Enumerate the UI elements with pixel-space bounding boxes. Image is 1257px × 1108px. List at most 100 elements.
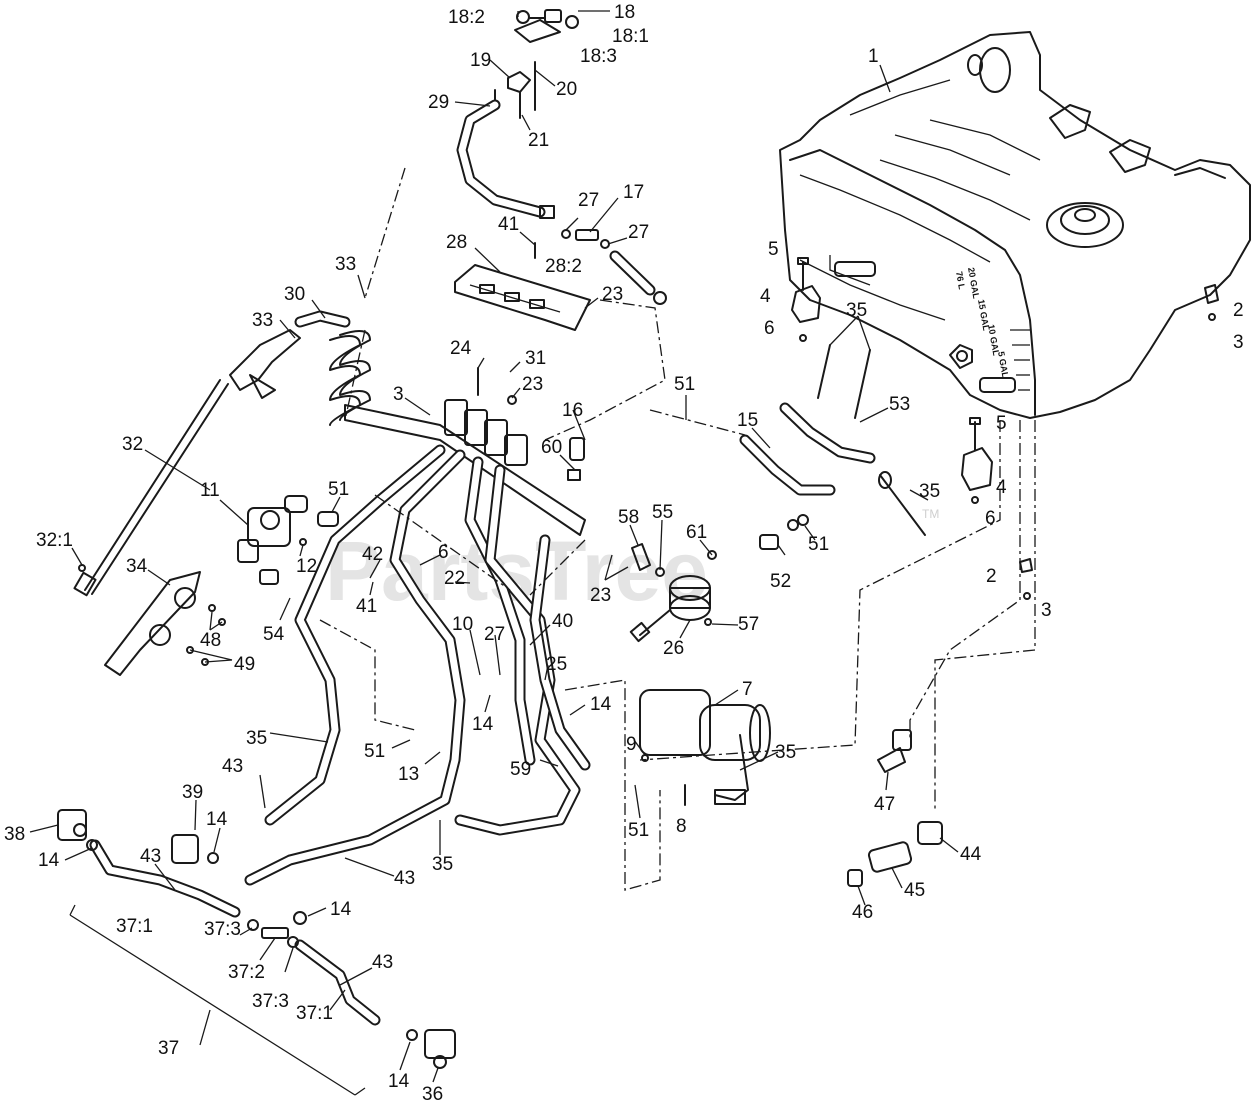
callout: 18 <box>614 2 635 23</box>
callout: 6 <box>764 318 775 339</box>
callout: 43 <box>372 952 393 973</box>
callout: 15 <box>737 410 758 431</box>
callout: 17 <box>623 182 644 203</box>
callout: 25 <box>546 654 567 675</box>
callout: 35 <box>246 728 267 749</box>
callout: 28:2 <box>545 256 582 277</box>
fitting-52 <box>759 514 809 550</box>
callout: 30 <box>284 284 305 305</box>
callout: 54 <box>263 624 285 645</box>
callout: 46 <box>852 902 873 923</box>
tank-assembly: 20 GAL 76 L 15 GAL 10 GAL 5 GAL <box>779 31 1251 419</box>
reference-lines <box>319 167 1036 891</box>
fittings-17-27 <box>539 205 667 305</box>
callout: 5 <box>768 239 779 260</box>
callout: 45 <box>904 880 925 901</box>
tank-marking-20gal: 20 GAL <box>966 267 981 300</box>
callout: 51 <box>674 374 695 395</box>
callout: 6 <box>438 542 449 563</box>
callout: 40 <box>552 611 573 632</box>
callout: 31 <box>525 348 546 369</box>
callout: 53 <box>889 394 910 415</box>
callout: 51 <box>628 820 649 841</box>
callout: 26 <box>663 638 684 659</box>
callout: 34 <box>126 556 148 577</box>
callout: 57 <box>738 614 759 635</box>
tank-brackets <box>791 257 1219 600</box>
callout: 43 <box>140 846 161 867</box>
callout: 33 <box>252 310 273 331</box>
callout: 14 <box>38 850 60 871</box>
callout-labels: 1 2 3 5 4 6 5 4 6 2 3 18:2 18 18:1 18:3 … <box>4 2 1244 1105</box>
callout: 3 <box>393 384 404 405</box>
handle-34 <box>104 571 226 676</box>
callout: 22 <box>444 568 465 589</box>
callout: 19 <box>470 50 491 71</box>
callout: 11 <box>200 480 220 501</box>
callout: 58 <box>618 507 639 528</box>
tank-marking-76l: 76 L <box>954 271 967 291</box>
callout-leaders <box>29 10 959 1083</box>
callout: 1 <box>868 46 879 67</box>
callout: 23 <box>522 374 543 395</box>
callout: 2 <box>1233 300 1244 321</box>
spray-wand-32 <box>73 329 301 597</box>
callout: 18:1 <box>612 26 649 47</box>
callout: 10 <box>452 614 473 635</box>
callout: 47 <box>874 794 895 815</box>
callout: 41 <box>498 214 519 235</box>
callout: 14 <box>330 899 352 920</box>
callout: 51 <box>364 741 385 762</box>
callout: 5 <box>996 413 1007 434</box>
callout: 13 <box>398 764 419 785</box>
callout: 18:3 <box>580 46 617 67</box>
callout: 32 <box>122 434 143 455</box>
callout: 23 <box>590 585 611 606</box>
callout: 38 <box>4 824 25 845</box>
callout: 35 <box>846 300 867 321</box>
callout: 41 <box>356 596 377 617</box>
callout: 61 <box>686 522 707 543</box>
callout: 55 <box>652 502 673 523</box>
callout: 14 <box>388 1071 410 1092</box>
callout: 29 <box>428 92 449 113</box>
callout: 28 <box>446 232 467 253</box>
callout: 43 <box>394 868 415 889</box>
callout: 27 <box>484 624 505 645</box>
callout: 51 <box>808 534 829 555</box>
callout: 16 <box>562 400 583 421</box>
callout: 37 <box>158 1038 179 1059</box>
callout: 23 <box>602 284 623 305</box>
callout: 35 <box>919 481 940 502</box>
callout: 51 <box>328 479 349 500</box>
callout: 14 <box>590 694 612 715</box>
callout: 37:3 <box>204 919 241 940</box>
nozzles <box>57 809 456 1069</box>
callout: 44 <box>960 844 982 865</box>
callout: 7 <box>742 679 753 700</box>
callout: 42 <box>362 544 383 565</box>
top-valve-assembly <box>494 9 579 119</box>
callout: 35 <box>432 854 453 875</box>
callout: 35 <box>775 742 796 763</box>
callout: 52 <box>770 571 791 592</box>
callout: 2 <box>986 566 997 587</box>
callout: 8 <box>676 816 687 837</box>
callout: 4 <box>760 286 771 307</box>
watermark-tm: TM <box>922 507 939 521</box>
bracket-28 <box>454 242 591 331</box>
callout: 3 <box>1041 600 1052 621</box>
callout: 37:2 <box>228 962 265 983</box>
callout: 6 <box>985 508 996 529</box>
callout: 4 <box>996 477 1007 498</box>
callout: 37:3 <box>252 991 289 1012</box>
callout: 3 <box>1233 332 1244 353</box>
callout: 37:1 <box>116 916 153 937</box>
callout: 14 <box>472 714 494 735</box>
callout: 59 <box>510 759 531 780</box>
callout: 43 <box>222 756 243 777</box>
coiled-hose-30 <box>294 310 371 426</box>
callout: 37:1 <box>296 1003 333 1024</box>
watermark: PartsTree <box>325 524 708 618</box>
